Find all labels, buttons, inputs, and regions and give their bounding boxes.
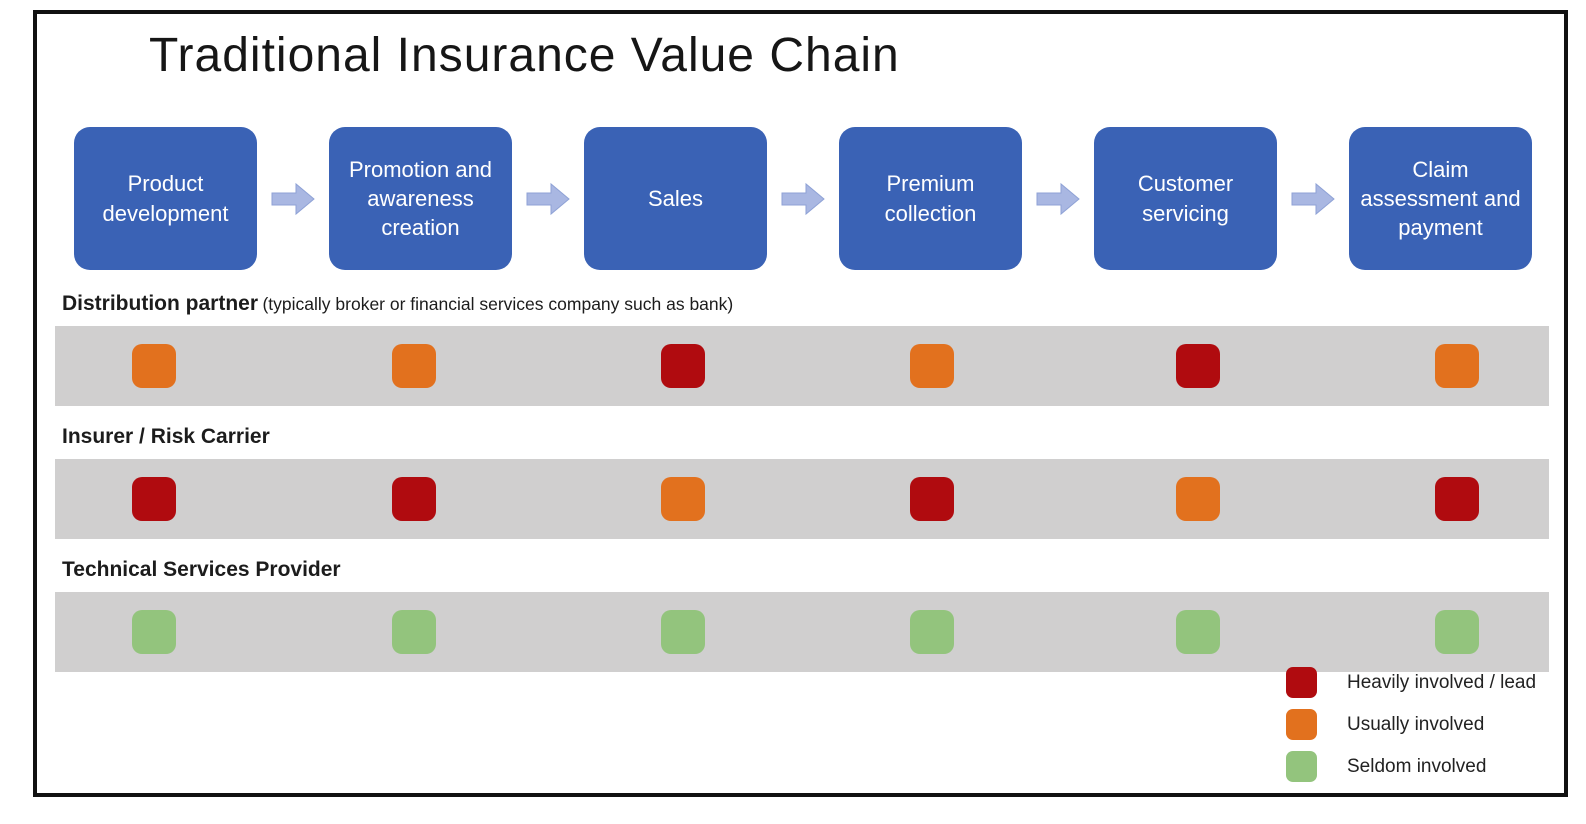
stage-label: Promotion and awareness creation [348, 156, 493, 241]
arrow-right-icon [271, 182, 315, 215]
involvement-marker-usually [392, 344, 436, 388]
involvement-marker-seldom [392, 610, 436, 654]
legend-swatch-heavily [1286, 667, 1317, 698]
legend-label: Usually involved [1347, 713, 1485, 735]
legend-swatch-usually [1286, 709, 1317, 740]
chain-arrow [1022, 181, 1094, 217]
involvement-marker-usually [132, 344, 176, 388]
involvement-marker-seldom [910, 610, 954, 654]
section-label: Insurer / Risk Carrier [62, 425, 270, 449]
value-chain: Product development Promotion and awarene… [74, 127, 1532, 270]
chain-arrow [767, 181, 839, 217]
legend-item: Usually involved [1286, 709, 1556, 740]
chain-arrow [512, 181, 584, 217]
involvement-marker-seldom [132, 610, 176, 654]
involvement-marker-heavily [661, 344, 705, 388]
chain-arrow [1277, 181, 1349, 217]
involvement-marker-heavily [910, 477, 954, 521]
diagram-frame: Traditional Insurance Value Chain Produc… [33, 10, 1568, 797]
section-title: Technical Services Provider [62, 558, 341, 581]
involvement-marker-usually [661, 477, 705, 521]
stage-box: Premium collection [839, 127, 1022, 270]
involvement-marker-seldom [1176, 610, 1220, 654]
involvement-marker-heavily [1435, 477, 1479, 521]
involvement-band [55, 326, 1549, 406]
legend-item: Heavily involved / lead [1286, 667, 1556, 698]
involvement-band [55, 592, 1549, 672]
section-title: Insurer / Risk Carrier [62, 425, 270, 448]
involvement-marker-usually [910, 344, 954, 388]
stage-label: Premium collection [884, 171, 977, 226]
legend-item: Seldom involved [1286, 751, 1556, 782]
involvement-marker-seldom [661, 610, 705, 654]
legend-swatch-seldom [1286, 751, 1317, 782]
involvement-marker-heavily [1176, 344, 1220, 388]
section-label: Distribution partner (typically broker o… [62, 292, 733, 316]
chain-arrow [257, 181, 329, 217]
involvement-marker-heavily [392, 477, 436, 521]
stage-label: Customer servicing [1137, 171, 1234, 226]
stage-box: Product development [74, 127, 257, 270]
stage-box: Claim assessment and payment [1349, 127, 1532, 270]
involvement-marker-heavily [132, 477, 176, 521]
stage-label: Product development [102, 171, 229, 226]
stage-box: Sales [584, 127, 767, 270]
arrow-right-icon [781, 182, 825, 215]
legend-label: Seldom involved [1347, 755, 1487, 777]
section-note: (typically broker or financial services … [262, 294, 734, 314]
involvement-marker-usually [1176, 477, 1220, 521]
section-label: Technical Services Provider [62, 558, 341, 582]
arrow-right-icon [1291, 182, 1335, 215]
involvement-marker-usually [1435, 344, 1479, 388]
stage-label: Sales [647, 185, 704, 211]
stage-label: Claim assessment and payment [1360, 156, 1521, 241]
arrow-right-icon [1036, 182, 1080, 215]
stage-box: Customer servicing [1094, 127, 1277, 270]
stage-box: Promotion and awareness creation [329, 127, 512, 270]
page-title: Traditional Insurance Value Chain [149, 29, 900, 82]
section-title: Distribution partner [62, 292, 259, 315]
involvement-band [55, 459, 1549, 539]
involvement-marker-seldom [1435, 610, 1479, 654]
legend-label: Heavily involved / lead [1347, 671, 1537, 693]
arrow-right-icon [526, 182, 570, 215]
